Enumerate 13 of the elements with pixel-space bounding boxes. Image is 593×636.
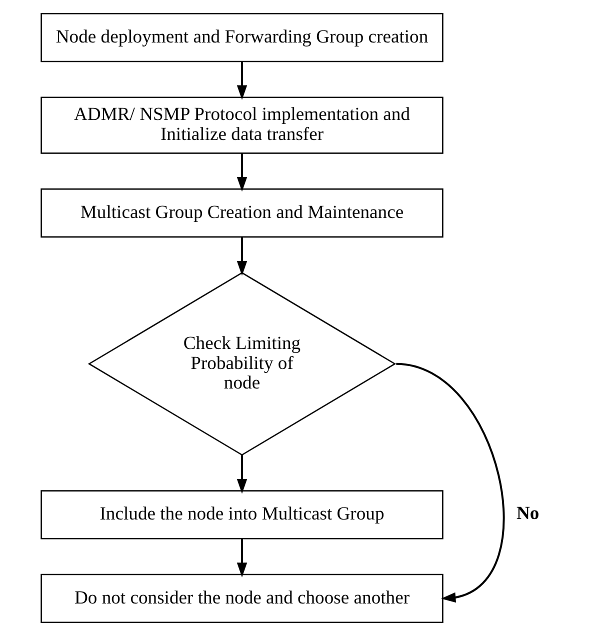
node-box: Node deployment and Forwarding Group creation (40, 12, 444, 62)
node-box: Multicast Group Creation and Maintenance (40, 188, 444, 238)
node-box: Do not consider the node and choose another (40, 574, 444, 624)
arrow (236, 455, 248, 494)
arrow (236, 154, 248, 192)
node-box: Include the node into Multicast Group (40, 490, 444, 540)
edge-label: No (516, 502, 540, 524)
arrow (236, 539, 248, 578)
arrow (236, 62, 248, 100)
node-box: ADMR/ NSMP Protocol implementation and Initialize data transfer (40, 96, 444, 154)
arrow (396, 362, 504, 603)
arrow (236, 237, 248, 276)
node-diamond: Check Limiting Probability of node (88, 272, 396, 456)
